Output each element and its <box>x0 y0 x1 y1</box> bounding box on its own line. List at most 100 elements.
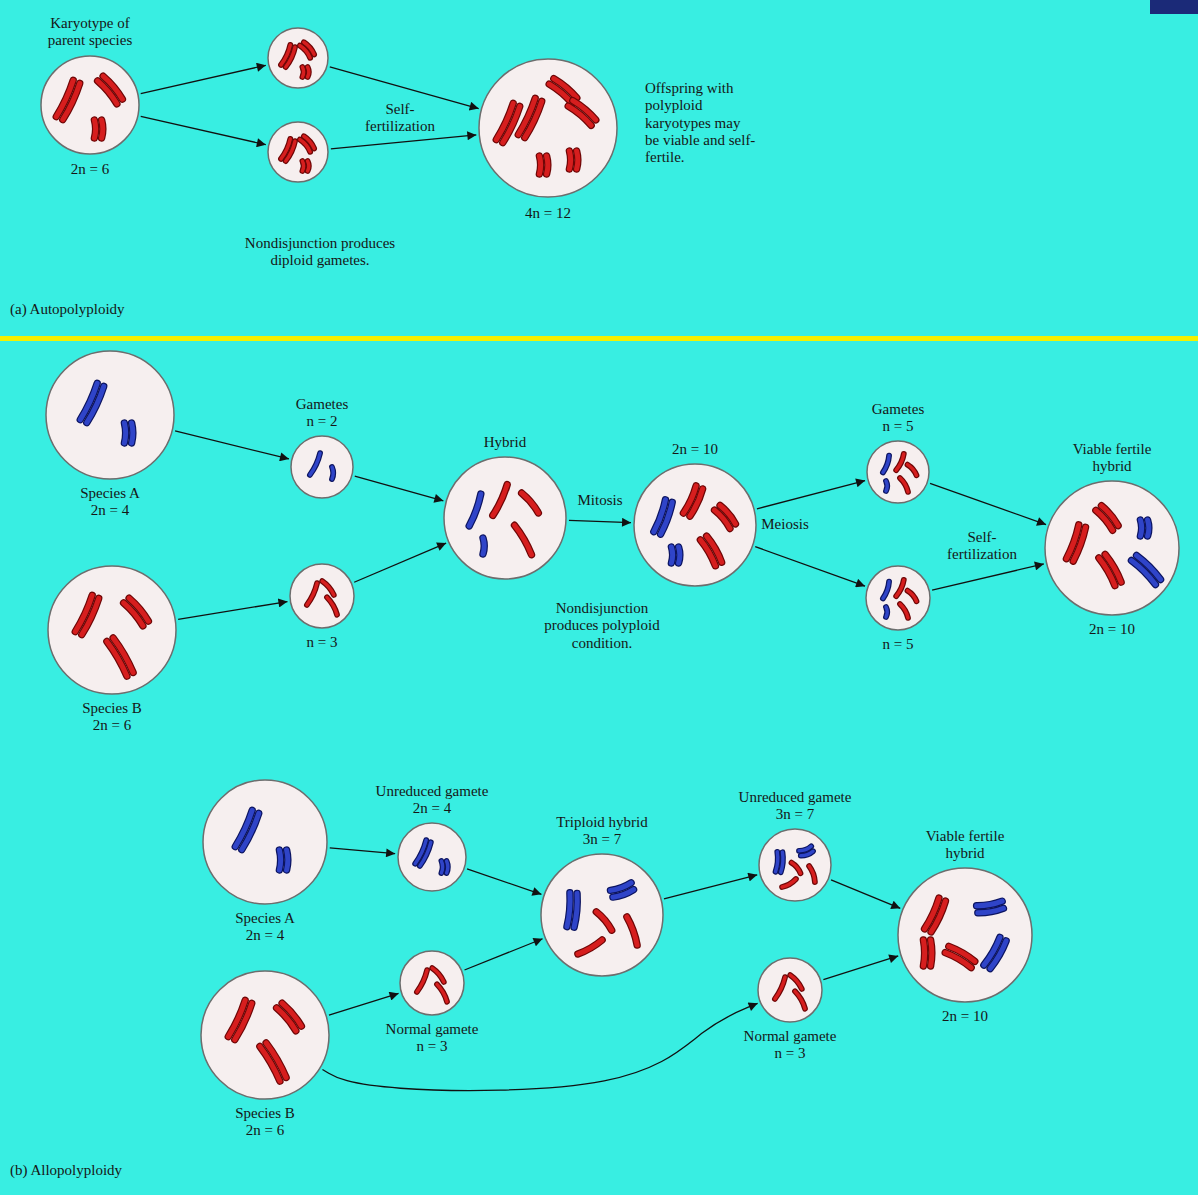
arrow-connector <box>757 481 865 509</box>
chromosome-outline <box>782 879 796 887</box>
chromosome-outline <box>515 525 532 554</box>
chromosome <box>437 984 447 1001</box>
node-caption: n = 5 <box>883 418 914 435</box>
node-caption: 2n = 4 <box>413 800 451 817</box>
cell-outline <box>633 463 757 587</box>
chromosome-outline <box>102 120 103 138</box>
node-caption: Unreduced gamete <box>376 783 489 800</box>
chromosome-outline <box>978 908 1004 913</box>
cell-circle: Triploid hybrid3n = 7 <box>540 853 664 977</box>
node-caption: 2n = 10 <box>1062 621 1162 638</box>
arrow-connector <box>355 476 444 501</box>
chromosome <box>923 940 924 966</box>
chromosome <box>235 1003 252 1039</box>
chromosome-outline <box>679 547 680 563</box>
chromosome-outline <box>266 1043 286 1078</box>
chromosome <box>483 538 484 554</box>
chromosome-outline <box>327 597 337 614</box>
chromosome-outline <box>132 423 133 443</box>
chromosome <box>949 946 975 961</box>
annotation-text: Meiosis <box>761 516 809 533</box>
chromosome-outline <box>707 536 722 562</box>
cell-circle: Unreduced gamete3n = 7 <box>758 828 832 902</box>
chromosome <box>447 861 448 873</box>
arrow-connector <box>329 993 399 1015</box>
chromosome-outline <box>931 940 932 966</box>
node-caption: Viable fertile hybrid <box>1062 441 1162 476</box>
caption-group: Triploid hybrid3n = 7 <box>556 814 648 849</box>
chromosome-outline <box>525 101 542 137</box>
chromosome-outline <box>923 940 924 966</box>
chromosome-outline <box>94 120 95 138</box>
cell-membrane <box>444 457 566 579</box>
chromosome-outline <box>795 991 805 1008</box>
cell-circle: Karyotype of parent species2n = 6 <box>40 55 140 155</box>
chromosome <box>567 893 570 927</box>
chromosome <box>577 151 578 169</box>
chromosome <box>908 465 917 476</box>
node-caption: Normal gamete <box>386 1021 479 1038</box>
caption-group: Species B2n = 6 <box>235 1105 295 1140</box>
chromosome <box>1105 554 1121 582</box>
chromosome <box>522 493 539 513</box>
chromosome <box>886 481 887 491</box>
chromosome-outline <box>539 156 540 174</box>
caption-group: Hybrid <box>484 434 527 451</box>
corner-tab <box>1150 0 1198 14</box>
chromosome-outline <box>569 151 570 169</box>
chromosome-outline <box>332 467 333 479</box>
chromosome <box>113 638 133 673</box>
node-caption: 2n = 6 <box>93 717 131 734</box>
node-caption: Viable fertile hybrid <box>915 828 1015 863</box>
chromosome-outline <box>286 47 295 67</box>
chromosome <box>569 151 570 169</box>
chromosome <box>287 850 288 870</box>
chromosome <box>908 591 917 602</box>
chromosome <box>900 478 908 492</box>
chromosome-outline <box>900 604 908 618</box>
chromosome-outline <box>977 901 1003 906</box>
cell-circle: Gametesn = 5 <box>866 440 930 504</box>
chromosome-outline <box>522 493 539 513</box>
chromosome <box>103 76 122 99</box>
cell-circle: Normal gameten = 3 <box>757 957 823 1023</box>
caption-group: Gametesn = 5 <box>872 401 924 436</box>
node-caption: Karyotype of parent species <box>38 15 143 50</box>
arrow-connector <box>467 869 541 894</box>
chromosome <box>554 79 577 98</box>
chromosome-outline <box>469 494 481 526</box>
chromosome-outline <box>279 850 280 870</box>
chromosome <box>102 120 103 138</box>
node-caption: n = 5 <box>883 636 914 653</box>
chromosome <box>801 851 813 855</box>
chromosome-outline <box>304 42 314 54</box>
chromosome <box>790 975 802 989</box>
cell-membrane <box>634 464 756 586</box>
annotation-text: Self- fertilization <box>937 529 1027 564</box>
node-caption: 2n = 10 <box>915 1008 1015 1025</box>
chromosome-outline <box>790 975 802 989</box>
chromosome <box>896 580 904 596</box>
caption-group: Species A2n = 4 <box>235 910 295 945</box>
chromosome <box>493 485 507 516</box>
cell-circle: 4n = 12 <box>478 58 618 198</box>
chromosome-outline <box>671 547 672 563</box>
cell-circle: n = 5 <box>865 565 931 631</box>
node-caption: 4n = 12 <box>525 205 571 222</box>
chromosome <box>707 536 722 562</box>
cell-membrane <box>203 780 327 904</box>
arrow-connector <box>755 547 865 586</box>
chromosome <box>990 941 1006 969</box>
node-caption: Gametes <box>296 396 348 413</box>
chromosome-outline <box>242 813 259 849</box>
node-caption: Normal gamete <box>744 1028 837 1045</box>
chromosome <box>327 597 337 614</box>
cell-outline <box>289 563 355 629</box>
node-caption: 3n = 7 <box>583 831 621 848</box>
chromosome-outline <box>613 890 634 898</box>
chromosome <box>886 607 887 617</box>
cell-outline <box>897 867 1033 1003</box>
caption-group: n = 3 <box>307 634 338 651</box>
node-caption: 2n = 6 <box>246 1122 284 1139</box>
